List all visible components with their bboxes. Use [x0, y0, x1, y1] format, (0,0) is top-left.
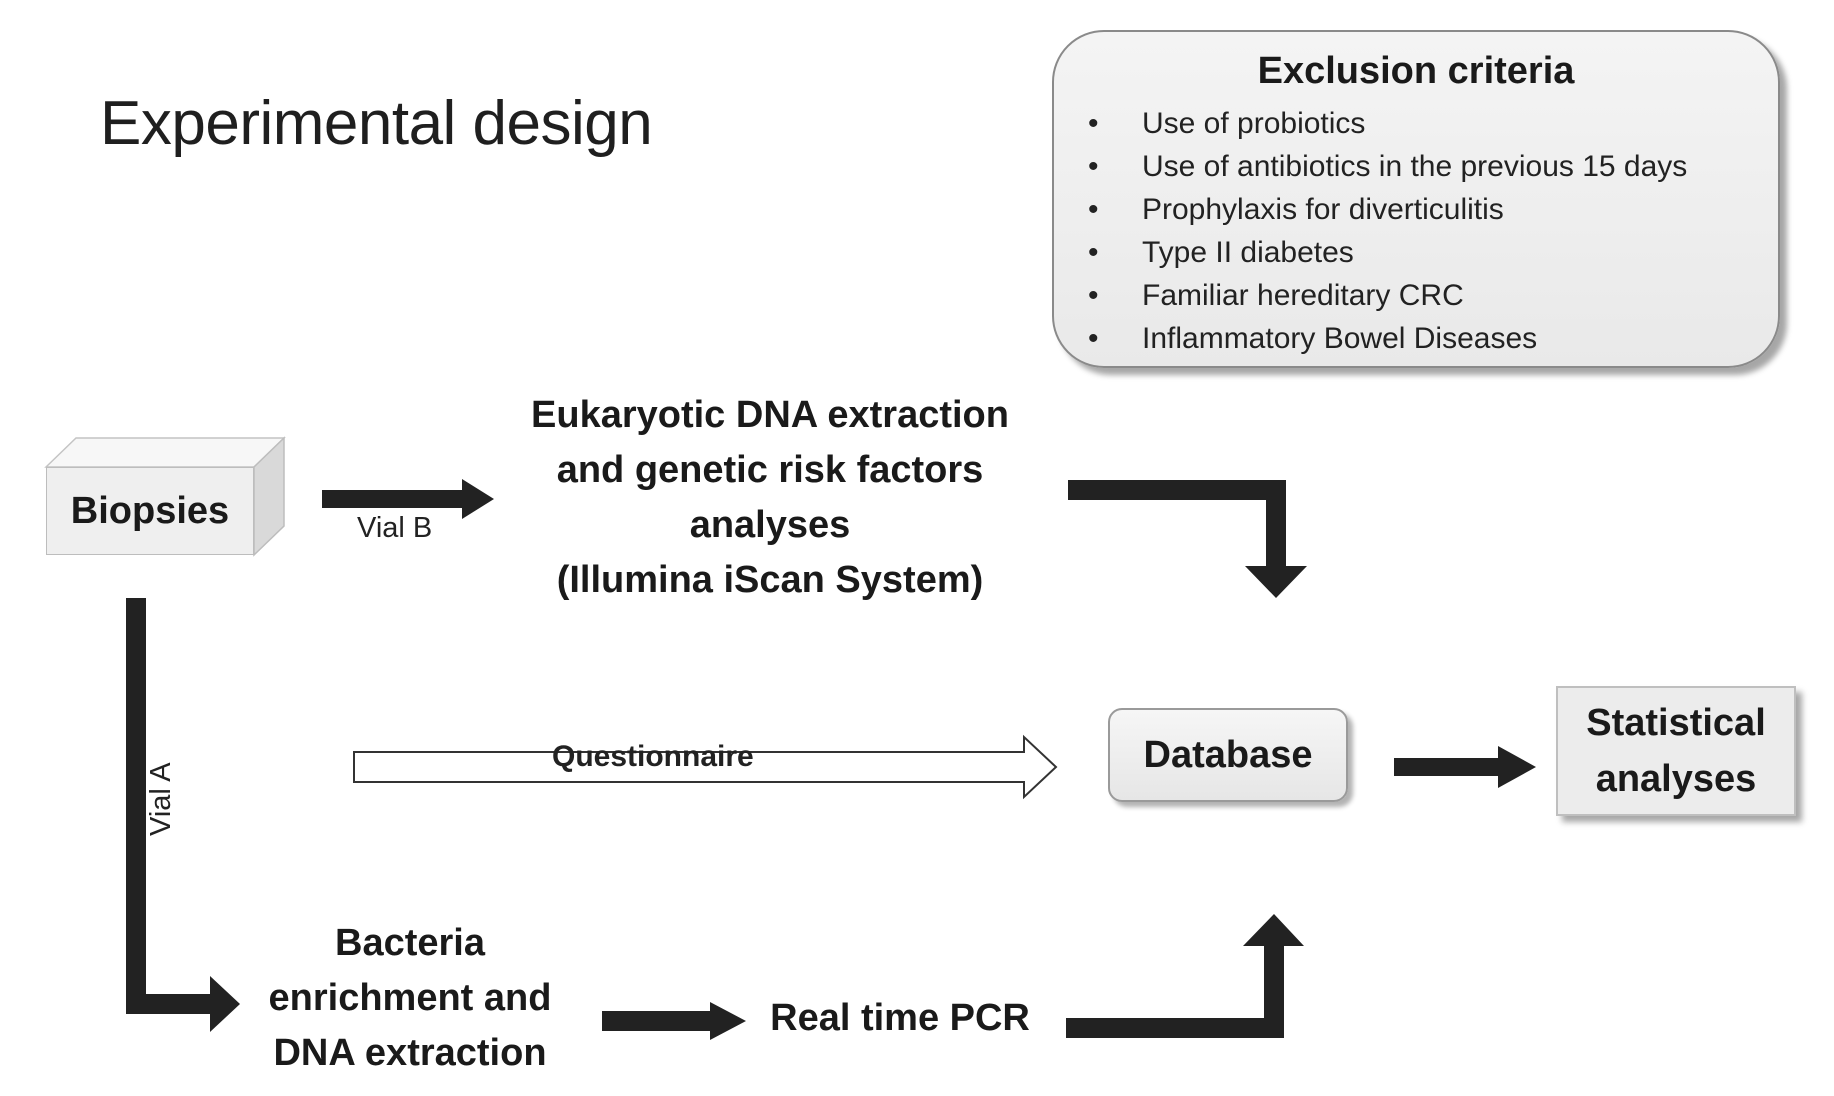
list-item-text: Familiar hereditary CRC	[1142, 279, 1464, 312]
page-title: Experimental design	[100, 89, 653, 158]
list-item: • Use of antibiotics in the previous 15 d…	[1088, 145, 1687, 188]
list-item: • Prophylaxis for diverticulitis	[1088, 188, 1687, 231]
arrow-questionnaire	[353, 734, 1058, 800]
list-item-text: Prophylaxis for diverticulitis	[1142, 193, 1504, 226]
eukaryotic-dna-node: Eukaryotic DNA extraction and genetic ri…	[480, 388, 1060, 608]
list-item-text: Inflammatory Bowel Diseases	[1142, 322, 1538, 355]
eukaryotic-line: analyses	[689, 504, 851, 546]
bullet-icon: •	[1088, 150, 1099, 183]
list-item: • Use of probiotics	[1088, 102, 1687, 145]
biopsies-node: Biopsies	[46, 467, 254, 555]
eukaryotic-line: Eukaryotic DNA extraction	[531, 394, 1009, 436]
bacteria-line: DNA extraction	[273, 1032, 547, 1074]
exclusion-criteria-title: Exclusion criteria	[1257, 50, 1575, 92]
database-node: Database	[1108, 708, 1348, 802]
arrow-pcr-to-database	[1066, 914, 1304, 1038]
bacteria-enrichment-node: Bacteria enrichment and DNA extraction	[240, 916, 580, 1081]
bacteria-line: Bacteria	[335, 922, 485, 964]
bullet-icon: •	[1088, 322, 1099, 355]
list-item-text: Use of probiotics	[1142, 107, 1366, 140]
arrow-eukaryotic-to-database	[1068, 480, 1307, 598]
eukaryotic-line: (Illumina iScan System)	[556, 559, 984, 601]
real-time-pcr-node: Real time PCR	[770, 997, 1030, 1039]
vial-a-label: Vial A	[145, 762, 177, 836]
vial-b-label: Vial B	[357, 512, 433, 544]
arrow-biopsies-to-eukaryotic	[322, 479, 494, 519]
exclusion-criteria-list: • Use of probiotics • Use of antibiotics i…	[1088, 102, 1687, 360]
exclusion-criteria-box: Exclusion criteria • Use of probiotics • U…	[1052, 30, 1780, 368]
statistical-analyses-node: Statistical analyses	[1556, 686, 1796, 816]
list-item: • Type II diabetes	[1088, 231, 1687, 274]
bullet-icon: •	[1088, 193, 1099, 226]
bacteria-line: enrichment and	[268, 977, 552, 1019]
list-item-text: Use of antibiotics in the previous 15 da…	[1142, 150, 1688, 183]
biopsies-box-side	[253, 436, 285, 557]
list-item-text: Type II diabetes	[1142, 236, 1354, 269]
arrow-database-to-statistical	[1394, 746, 1536, 788]
statistical-line: Statistical	[1586, 702, 1766, 744]
bullet-icon: •	[1088, 236, 1099, 269]
arrow-bacteria-to-pcr	[602, 1002, 746, 1040]
bullet-icon: •	[1088, 279, 1099, 312]
bullet-icon: •	[1088, 107, 1099, 140]
arrow-biopsies-to-bacteria	[126, 598, 240, 1032]
list-item: • Familiar hereditary CRC	[1088, 274, 1687, 317]
statistical-line: analyses	[1595, 758, 1757, 800]
eukaryotic-line: and genetic risk factors	[556, 449, 984, 491]
biopsies-box-top	[44, 437, 286, 468]
list-item: • Inflammatory Bowel Diseases	[1088, 317, 1687, 360]
questionnaire-label: Questionnaire	[552, 740, 754, 773]
